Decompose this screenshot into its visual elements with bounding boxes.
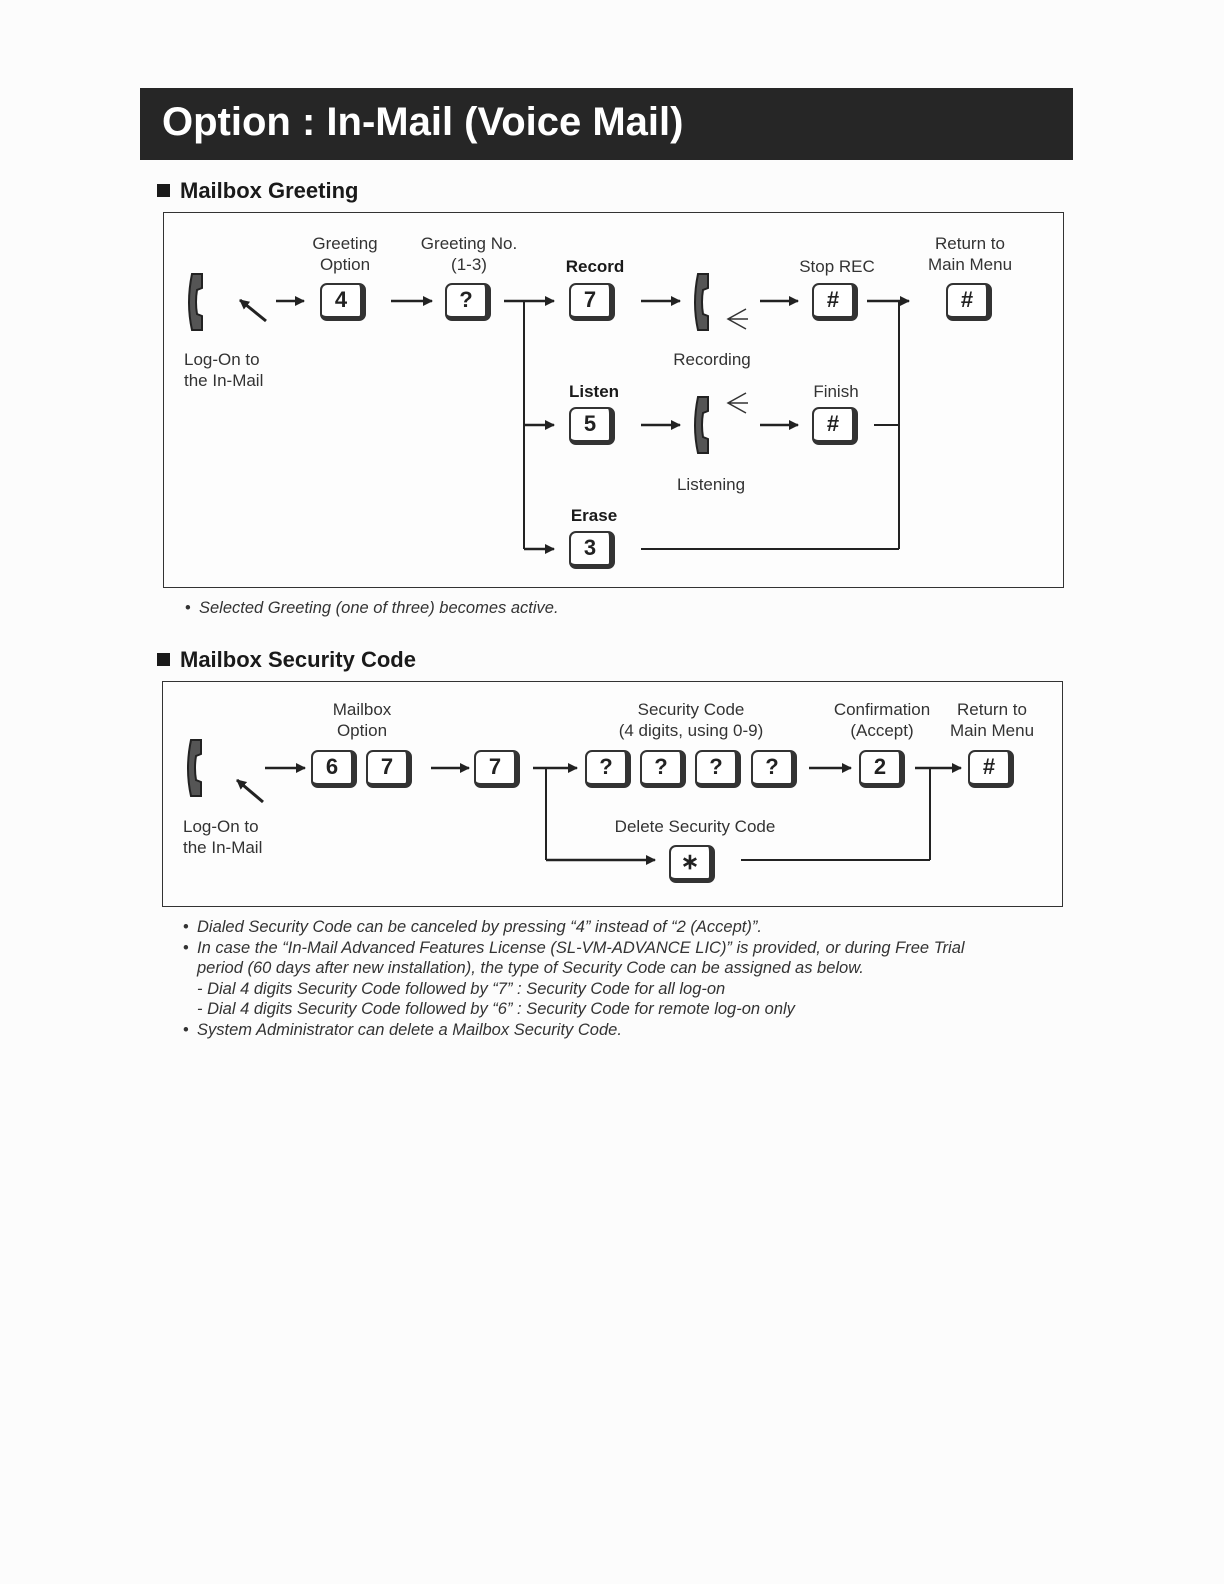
- square-bullet-icon: [157, 184, 170, 197]
- security-connectors: [187, 739, 962, 865]
- note-license-cont: period (60 days after new installation),…: [197, 959, 864, 977]
- note-admin: •System Administrator can delete a Mailb…: [183, 1020, 622, 1039]
- note-cancel: •Dialed Security Code can be canceled by…: [183, 918, 762, 936]
- note-license: •In case the “In-Mail Advanced Features …: [183, 938, 965, 957]
- delete-code-key: ∗: [669, 845, 715, 883]
- handset-icon: [187, 739, 202, 797]
- greeting-heading: Mailbox Greeting: [157, 178, 358, 204]
- mailbox-option-key-1: 6: [311, 750, 357, 788]
- security-heading: Mailbox Security Code: [157, 647, 416, 673]
- erase-label: Erase: [570, 506, 618, 525]
- record-key: 7: [569, 283, 615, 321]
- security-code-key-3: ?: [695, 750, 741, 788]
- listening-handset-icon: [694, 396, 709, 454]
- greeting-note: •Selected Greeting (one of three) become…: [185, 599, 559, 617]
- square-bullet-icon: [157, 653, 170, 666]
- mailbox-option-key-2: 7: [366, 750, 412, 788]
- delete-code-label: Delete Security Code: [614, 817, 776, 836]
- record-label: Record: [565, 257, 625, 276]
- listen-label: Listen: [568, 382, 620, 401]
- greeting-number-key: ?: [445, 283, 491, 321]
- finish-key: #: [812, 407, 858, 445]
- note-option-6: - Dial 4 digits Security Code followed b…: [197, 1000, 795, 1018]
- greeting-number-label: Greeting No.(1-3): [420, 234, 518, 274]
- sound-wave-icon: [726, 308, 748, 330]
- recording-handset-icon: [694, 273, 709, 331]
- lift-arrow-icon: [239, 298, 267, 323]
- return-key: #: [946, 283, 992, 321]
- stop-rec-label: Stop REC: [799, 257, 875, 276]
- handset-icon: [188, 273, 203, 331]
- security-code-key-1: ?: [585, 750, 631, 788]
- sound-wave-icon: [726, 392, 748, 414]
- greeting-option-key: 4: [320, 283, 366, 321]
- confirmation-label: Confirmation(Accept): [833, 700, 931, 740]
- security-notes: •Dialed Security Code can be canceled by…: [183, 917, 965, 1040]
- page-title: Option : In-Mail (Voice Mail): [162, 100, 684, 144]
- listening-label: Listening: [676, 475, 746, 494]
- confirm-key: 2: [859, 750, 905, 788]
- return-key: #: [968, 750, 1014, 788]
- security-code-label: Security Code(4 digits, using 0-9): [618, 700, 764, 740]
- lift-arrow-icon: [236, 778, 264, 804]
- title-banner: Option : In-Mail (Voice Mail): [140, 88, 1073, 160]
- erase-key: 3: [569, 531, 615, 569]
- security-sub-key: 7: [474, 750, 520, 788]
- finish-label: Finish: [813, 382, 859, 401]
- recording-label: Recording: [673, 350, 751, 369]
- greeting-connectors: [188, 273, 910, 554]
- stop-rec-key: #: [812, 283, 858, 321]
- security-code-key-2: ?: [640, 750, 686, 788]
- listen-key: 5: [569, 407, 615, 445]
- security-code-key-4: ?: [751, 750, 797, 788]
- note-option-7: - Dial 4 digits Security Code followed b…: [197, 979, 726, 998]
